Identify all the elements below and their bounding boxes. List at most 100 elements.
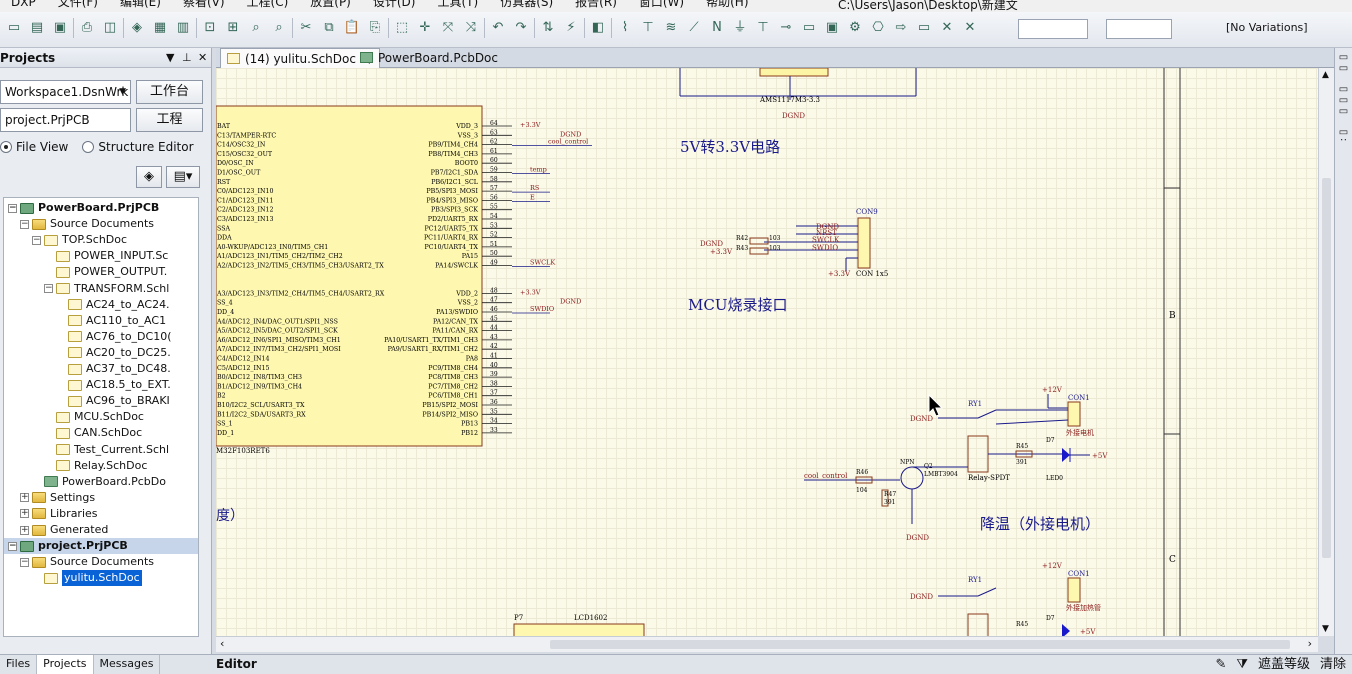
filter-icon[interactable]: ⧩ — [1236, 657, 1248, 672]
zoom-icon[interactable]: ⌕ — [252, 20, 260, 35]
collapse-icon[interactable]: − — [44, 283, 53, 293]
folder-icon[interactable]: ▥ — [176, 20, 190, 35]
tree-node[interactable]: −TOP.SchDoc — [32, 232, 127, 248]
layers-icon[interactable]: ◈ — [132, 20, 142, 35]
wire-icon[interactable]: ⌇ — [621, 20, 629, 35]
scroll-down-icon[interactable]: ▼ — [1322, 624, 1329, 634]
file-view-radio[interactable] — [0, 141, 12, 153]
tree-node[interactable]: yulitu.SchDoc — [32, 570, 142, 587]
workspace-select[interactable]: Workspace1.DsnWrk ▼ — [0, 80, 131, 104]
tree-node[interactable]: AC96_to_BRAKI — [56, 393, 170, 409]
print-icon[interactable]: ⎙ — [81, 20, 93, 35]
clear-button[interactable]: 清除 — [1319, 657, 1346, 672]
signal-harness-icon[interactable]: ≋ — [665, 20, 677, 35]
sheet-entry-icon[interactable]: ▣ — [825, 20, 839, 35]
scroll-thumb[interactable] — [550, 640, 1290, 649]
tree-node[interactable]: −TRANSFORM.Schl — [44, 281, 169, 297]
gnd-port-icon[interactable]: ⏚ — [733, 20, 747, 35]
part-icon[interactable]: ⊸ — [780, 20, 792, 35]
menu-item[interactable]: 设计(D) — [372, 0, 416, 9]
panel-menu-icon[interactable]: ▼ — [166, 51, 175, 64]
redo-icon[interactable]: ↷ — [515, 20, 527, 35]
open-icon[interactable]: ▤ — [30, 20, 44, 35]
close-icon[interactable]: ✕ — [198, 51, 208, 64]
tree-node[interactable]: PowerBoard.PcbDo — [32, 474, 166, 490]
collapse-icon[interactable]: − — [20, 556, 29, 567]
tree-node[interactable]: AC37_to_DC48. — [56, 361, 171, 377]
horizontal-scrollbar[interactable]: ‹ › — [216, 636, 1318, 652]
clear-filter-icon[interactable]: ✎ — [1215, 657, 1227, 672]
save-icon[interactable]: ▣ — [53, 20, 67, 35]
expand-icon[interactable]: + — [20, 492, 29, 503]
new-icon[interactable]: ▭ — [7, 20, 21, 35]
device-sheet-icon[interactable]: ⚙ — [849, 20, 861, 35]
bus-entry-icon[interactable]: ⟋ — [689, 20, 699, 35]
tree-node[interactable]: AC20_to_DC25. — [56, 345, 171, 361]
browse-icon[interactable]: ◧ — [591, 20, 605, 35]
vcc-port-icon[interactable]: ⊤ — [757, 20, 769, 35]
tree-node[interactable]: −project.PrjPCB — [4, 538, 198, 555]
select-area-icon[interactable]: ⬚ — [395, 20, 409, 35]
tree-node[interactable]: −PowerBoard.PrjPCB — [8, 200, 159, 216]
cut-icon[interactable]: ✂ — [300, 20, 312, 35]
side-tab[interactable]: ▭: — [1338, 127, 1349, 142]
menu-item[interactable]: 文件(F) — [57, 0, 98, 9]
tree-node[interactable]: Relay.SchDoc — [44, 458, 147, 474]
tab-yulitu-schdoc[interactable]: (14) yulitu.SchDoc ▼ — [220, 48, 380, 68]
folder-menu-button[interactable]: ▤▾ — [166, 166, 200, 188]
menu-item[interactable]: 编辑(E) — [119, 0, 161, 9]
expand-icon[interactable]: + — [20, 508, 29, 519]
panel-tab[interactable]: Messages — [94, 655, 161, 674]
mask-level-button[interactable]: 遮盖等级 — [1257, 657, 1310, 672]
tab-powerboard-pcbdoc[interactable]: PowerBoard.PcbDoc — [354, 48, 504, 68]
harness-connector-icon[interactable]: ⎔ — [872, 20, 884, 35]
paste-icon[interactable]: 📋 — [343, 20, 361, 35]
undo-icon[interactable]: ↶ — [492, 20, 504, 35]
tree-node[interactable]: CAN.SchDoc — [44, 425, 142, 441]
tree-node[interactable]: −Source Documents — [20, 216, 154, 232]
scroll-left-icon[interactable]: ‹ — [220, 637, 225, 650]
menu-item[interactable]: 工具(T) — [437, 0, 479, 9]
path-display[interactable]: C:\Users\Jason\Desktop\新建文 — [838, 0, 1018, 12]
side-tab[interactable]: ▭▭ — [1338, 52, 1349, 74]
zoom-combo[interactable] — [1018, 19, 1088, 39]
bus-icon[interactable]: ⊤ — [642, 20, 654, 35]
no-erc-red-icon[interactable]: ✕ — [964, 20, 976, 35]
layers-button[interactable]: ◈ — [136, 166, 162, 188]
tree-node[interactable]: POWER_INPUT.Sc — [44, 248, 168, 264]
tree-node[interactable]: −Source Documents — [20, 554, 154, 570]
harness-entry-icon[interactable]: ⇨ — [895, 20, 907, 35]
tree-node[interactable]: +Generated — [20, 522, 108, 538]
collapse-icon[interactable]: − — [32, 234, 41, 245]
deselect-icon[interactable]: ⤨ — [465, 20, 477, 35]
tree-node[interactable]: AC24_to_AC24. — [56, 297, 170, 313]
rubber-stamp-icon[interactable]: ⎘ — [369, 20, 381, 35]
board-icon[interactable]: ▦ — [153, 20, 167, 35]
structure-editor-radio[interactable] — [82, 141, 95, 153]
variations-combo[interactable]: [No Variations] — [1226, 21, 1308, 34]
collapse-icon[interactable]: − — [20, 218, 29, 229]
workspace-button[interactable]: 工作台 — [136, 80, 203, 104]
port-icon[interactable]: ▭ — [917, 20, 931, 35]
hierarchy-icon[interactable]: ⇅ — [542, 20, 554, 35]
select-icon[interactable]: ⤧ — [442, 20, 454, 35]
collapse-icon[interactable]: − — [8, 540, 17, 551]
tree-node[interactable]: AC110_to_AC1 — [56, 313, 166, 329]
project-button[interactable]: 工程 — [136, 108, 203, 132]
side-tab[interactable]: ▭▭▭ — [1338, 84, 1349, 117]
collapse-icon[interactable]: − — [8, 202, 17, 213]
tree-node[interactable]: AC76_to_DC10( — [56, 329, 172, 345]
tree-node[interactable]: +Libraries — [20, 506, 98, 522]
expand-icon[interactable]: + — [20, 524, 29, 535]
preview-icon[interactable]: ◫ — [103, 20, 117, 35]
pin-icon[interactable]: ⊥ — [182, 51, 192, 64]
menu-item[interactable]: 工程(C) — [246, 0, 289, 9]
panel-tab[interactable]: Projects — [37, 655, 94, 674]
structure-editor-label[interactable]: Structure Editor — [98, 140, 194, 154]
menu-item[interactable]: 报告(R) — [575, 0, 617, 9]
vertical-scrollbar[interactable]: ▲ ▼ — [1318, 68, 1334, 636]
move-icon[interactable]: ✛ — [419, 20, 431, 35]
copy-icon[interactable]: ⧉ — [324, 20, 334, 35]
no-erc-icon[interactable]: ✕ — [941, 20, 953, 35]
